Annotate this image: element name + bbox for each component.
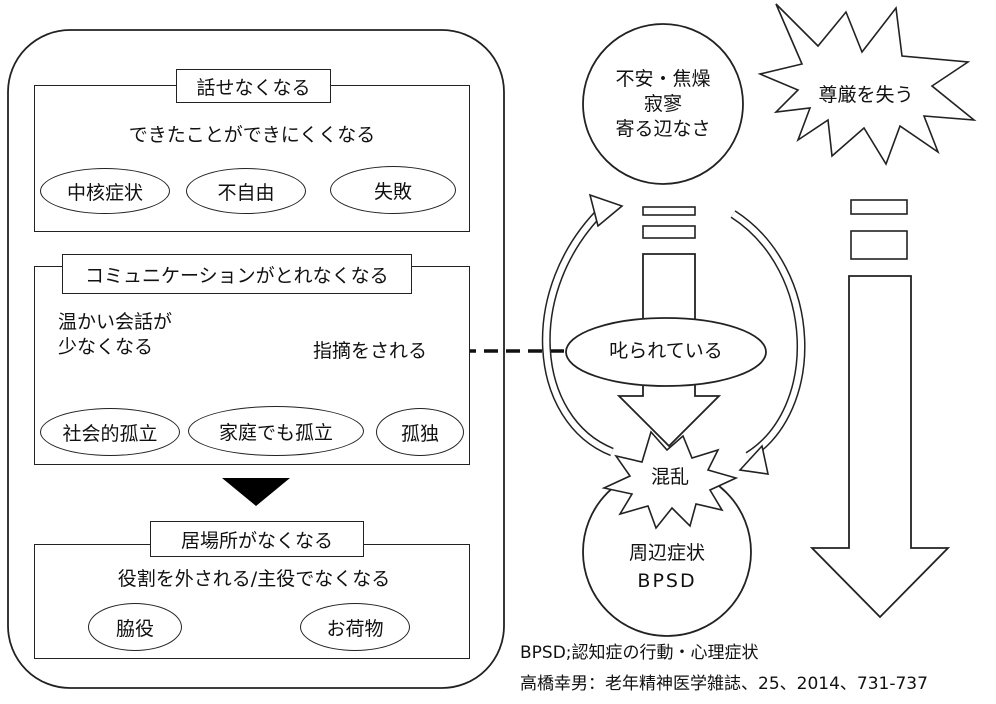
right-equals-bar-top (850, 199, 908, 215)
dignity-burst-label: 尊厳を失う (818, 84, 914, 106)
oval-core-symptoms: 中核症状 (40, 168, 170, 214)
right-curved-arrowhead (738, 444, 770, 475)
oval-supporting-role: 脇役 (88, 603, 182, 651)
scolded-ellipse (565, 317, 767, 387)
oval-family-isolation: 家庭でも孤立 (188, 406, 364, 456)
confusion-burst (601, 430, 739, 530)
oval-burden: お荷物 (300, 603, 410, 651)
equals-bar-top (642, 206, 696, 216)
oval-inconvenience: 不自由 (186, 168, 306, 214)
section3-title: 居場所がなくなる (150, 521, 364, 557)
section1-subtitle: できたことができにくくなる (128, 124, 376, 146)
oval-loneliness: 孤独 (376, 408, 464, 456)
top-circle-line2: 寂寥 (643, 93, 683, 115)
right-equals-bar-bottom (850, 230, 908, 260)
pointing-burst-label: 指摘をされる (312, 340, 428, 362)
oval-failure: 失敗 (330, 166, 456, 214)
bottom-circle-line2: BPSD (637, 570, 697, 592)
scolded-label: 叱られている (609, 340, 723, 362)
section1-title: 話せなくなる (176, 69, 331, 103)
bpsd-definition: BPSD;認知症の行動・心理症状 (520, 643, 759, 663)
top-circle-line1: 不安・焦燥 (615, 68, 711, 90)
right-long-arrow (809, 275, 951, 619)
top-circle (582, 23, 744, 185)
section2-subtitle-line1: 温かい会話が (58, 311, 173, 333)
section2-title: コミュニケーションがとれなくなる (62, 254, 412, 294)
dignity-burst (757, 3, 977, 166)
section3-subtitle: 役割を外される/主役でなくなる (117, 568, 391, 590)
left-curved-arrowhead (588, 193, 624, 228)
oval-social-isolation: 社会的孤立 (40, 408, 180, 456)
down-triangle (222, 478, 290, 506)
equals-bar-bottom (642, 225, 696, 239)
confusion-burst-label: 混乱 (650, 466, 690, 488)
citation: 高橋幸男：老年精神医学雑誌、25、2014、731-737 (520, 674, 928, 694)
top-circle-line3: 寄る辺なさ (615, 118, 711, 140)
bottom-circle-line1: 周辺症状 (628, 542, 706, 564)
section2-subtitle-line2: 少なくなる (58, 336, 154, 358)
